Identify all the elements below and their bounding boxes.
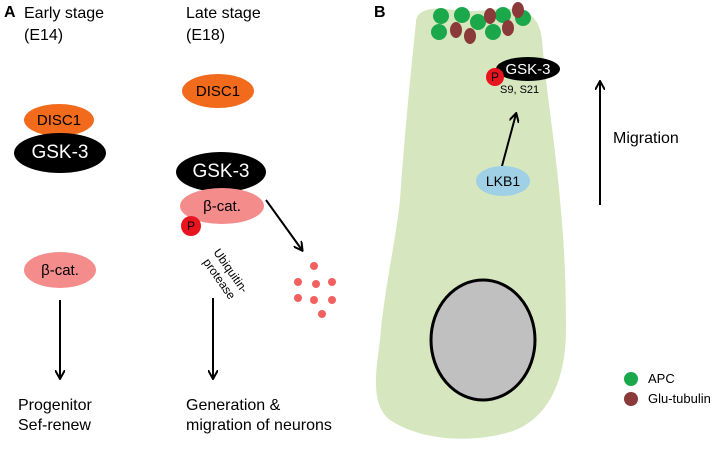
- late-disc1: DISC1: [182, 74, 254, 108]
- b-gsk3: GSK-3: [496, 57, 560, 81]
- panel-b-letter: B: [374, 4, 386, 21]
- panel-a-letter: A: [4, 4, 16, 21]
- legend-glu-tubulin-swatch: [624, 392, 638, 406]
- legend-apc-swatch: [624, 372, 638, 386]
- early-outcome-line2: Sef-renew: [18, 417, 91, 434]
- late-outcome-line2: migration of neurons: [186, 417, 332, 434]
- late-stage-title: Late stage: [186, 5, 261, 22]
- late-outcome-line1: Generation &: [186, 397, 281, 414]
- early-outcome-line1: Progenitor: [18, 397, 92, 414]
- b-phospho-badge: P: [486, 68, 504, 86]
- early-stage-title: Early stage: [24, 5, 105, 22]
- b-lkb1: LKB1: [476, 166, 530, 196]
- glu-tubulin-cluster: [450, 2, 524, 44]
- early-bcat: β-cat.: [24, 252, 96, 288]
- lkb1-arrow: [501, 114, 516, 167]
- migration-label: Migration: [613, 130, 679, 147]
- late-stage-sub: (E18): [186, 27, 226, 44]
- early-stage-sub: (E14): [24, 27, 64, 44]
- early-disc1: DISC1: [24, 104, 94, 136]
- degraded-bcat-dots: [294, 262, 336, 318]
- legend-apc-label: APC: [648, 371, 675, 386]
- b-sites-label: S9, S21: [500, 84, 540, 96]
- nucleus: [429, 278, 537, 402]
- early-gsk3: GSK-3: [14, 133, 106, 173]
- late-gsk3: GSK-3: [176, 152, 266, 192]
- legend-glu-tubulin-label: Glu-tubulin: [648, 391, 711, 406]
- degradation-arrow: [265, 199, 302, 250]
- late-phospho-badge: P: [181, 216, 201, 236]
